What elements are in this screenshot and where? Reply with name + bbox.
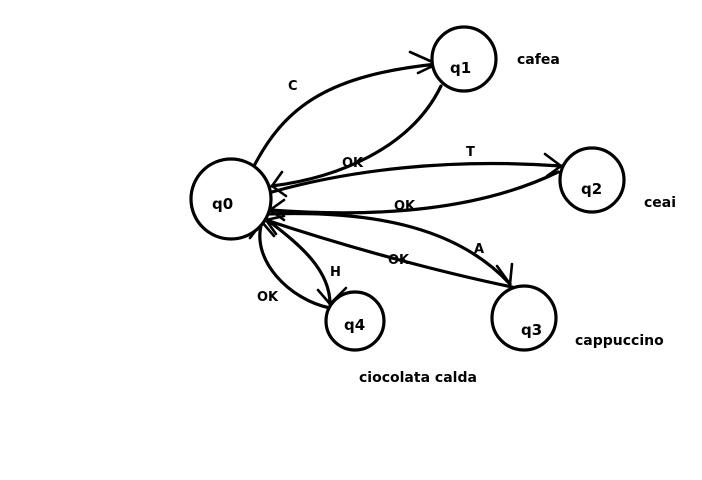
state-q4 (324, 290, 386, 352)
label-q1-q0: OK (342, 156, 364, 171)
state-q3 (490, 284, 558, 352)
states (189, 25, 626, 352)
output-labels: cafea ceai cappuccino ciocolata calda (359, 52, 676, 386)
state-label-q0: q0 (212, 195, 233, 213)
state-q2 (558, 146, 626, 214)
state-label-q1: q1 (450, 59, 471, 77)
label-q0-q1: C (288, 79, 298, 94)
label-q0-q3: A (474, 242, 484, 257)
edge-q0-q1 (251, 62, 439, 170)
label-q3-q0: OK (388, 253, 410, 268)
state-q0 (189, 157, 273, 241)
edge-q0-q4 (268, 220, 332, 306)
output-label-q2: ceai (644, 195, 676, 211)
arrowhead-q0-q2 (543, 152, 563, 178)
state-q1 (430, 25, 498, 93)
edge-q3-q0 (264, 218, 514, 289)
label-q4-q0: OK (257, 290, 279, 305)
output-label-q1: cafea (517, 52, 560, 68)
edge-q1-q0 (270, 84, 443, 188)
state-labels: q0 q1 q2 q3 q4 (212, 59, 602, 339)
arrowhead-q1-q0 (270, 170, 288, 198)
edge-q4-q0 (258, 220, 332, 310)
state-label-q3: q3 (521, 321, 542, 339)
arrowhead-q0-q3 (495, 262, 514, 286)
edge-q0-q3 (266, 211, 512, 286)
label-q0-q2: T (466, 145, 475, 160)
output-label-q3: cappuccino (575, 333, 664, 349)
state-label-q2: q2 (581, 180, 602, 198)
state-label-q4: q4 (344, 316, 365, 334)
label-q0-q4: H (330, 265, 341, 280)
transition-labels: C OK T OK A OK H OK (257, 79, 484, 305)
output-label-q4: ciocolata calda (359, 370, 477, 386)
label-q2-q0: OK (394, 199, 416, 214)
edge-q0-q2 (270, 161, 563, 194)
